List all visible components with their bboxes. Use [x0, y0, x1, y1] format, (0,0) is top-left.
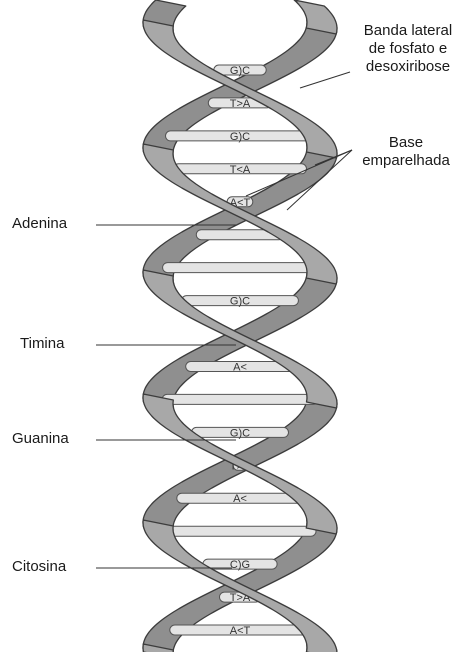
- backbone-label-line-3: desoxiribose: [352, 58, 464, 76]
- guanine-label: Guanina: [12, 430, 69, 448]
- base-pair-rung: T<A: [174, 164, 307, 176]
- base-pair-bar: [162, 394, 318, 404]
- backbone-label: Banda lateral de fosfato e desoxiribose: [352, 22, 464, 76]
- thymine-label: Timina: [20, 335, 64, 353]
- base-pair-rung: [162, 394, 318, 404]
- base-pair-rung: [164, 526, 316, 536]
- base-pair-text: G)C: [230, 296, 250, 308]
- backbone-leader-line: [300, 72, 350, 88]
- base-pair-label-line-1: Base: [350, 134, 462, 152]
- base-pair-label: Base emparelhada: [350, 134, 462, 170]
- base-pair-rung: A<: [177, 493, 303, 505]
- backbone-label-line-2: de fosfato e: [352, 40, 464, 58]
- base-pair-text: C)G: [230, 559, 250, 571]
- adenine-label: Adenina: [12, 215, 67, 233]
- strand-b-segment: [294, 0, 337, 34]
- base-pair-label-line-2: emparelhada: [350, 152, 462, 170]
- base-pair-rung: G)C: [182, 296, 299, 308]
- base-pair-text: G)C: [230, 65, 250, 77]
- base-pair-text: T<A: [230, 164, 251, 176]
- base-pair-text: A<T: [230, 625, 251, 637]
- backbone-label-line-1: Banda lateral: [352, 22, 464, 40]
- base-pair-rung: A<T: [170, 625, 310, 637]
- base-pair-text: A<: [233, 362, 247, 374]
- base-pair-text: G)C: [230, 427, 250, 439]
- base-pair-rung: G)C: [192, 427, 289, 439]
- base-pair-text: A<: [233, 493, 247, 505]
- base-pair-rung: C)G: [203, 559, 277, 571]
- base-pair-text: T>A: [230, 98, 251, 110]
- base-pair-bar: [164, 526, 316, 536]
- base-pair-rung: G)C: [166, 131, 315, 143]
- base-pair-bar: [163, 263, 318, 273]
- base-pair-text: G)C: [230, 131, 250, 143]
- cytosine-label: Citosina: [12, 558, 66, 576]
- base-pair-rung: [163, 263, 318, 273]
